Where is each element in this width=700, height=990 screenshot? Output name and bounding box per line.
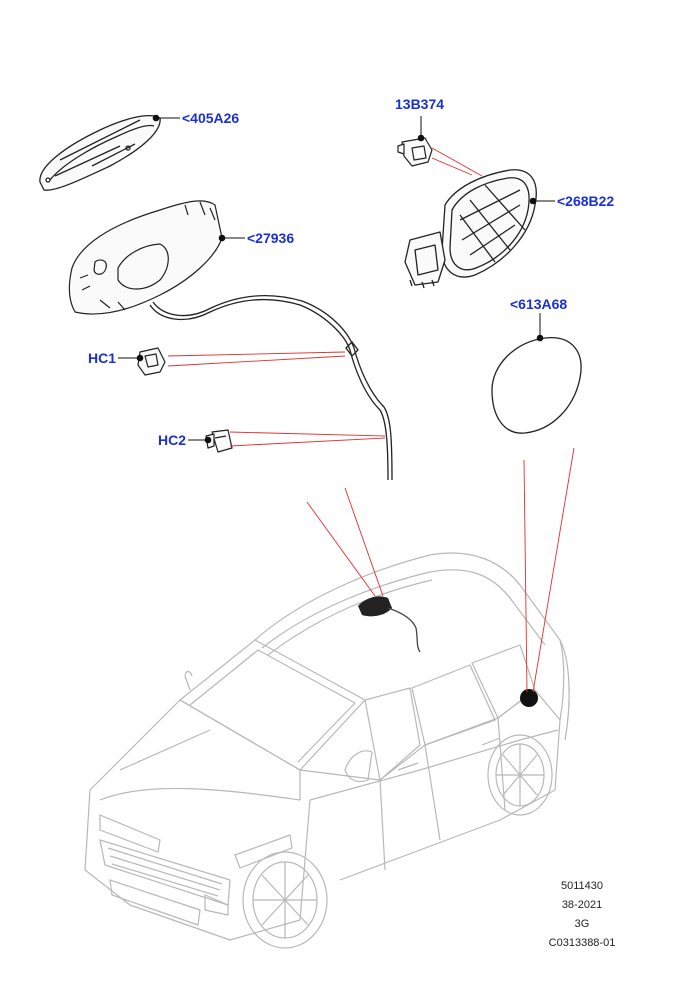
ref-line-4: C0313388-01 (548, 937, 616, 949)
part-405a26-cover (39, 115, 161, 191)
ref-line-2: 38-2021 (561, 899, 603, 911)
callout-hc1[interactable]: HC1 (88, 350, 117, 366)
part-hc1-clip (137, 347, 166, 376)
part-268b22-housing (404, 169, 537, 289)
part-13b374-actuator (397, 137, 433, 167)
black-leader-lines (118, 114, 555, 444)
callout-405a26[interactable]: <405A26 (182, 110, 240, 126)
cable-assembly-on-vehicle (358, 596, 392, 617)
callout-27936[interactable]: <27936 (247, 230, 295, 246)
part-27936-housing (68, 200, 223, 315)
fuel-flap-on-vehicle (520, 689, 538, 707)
ref-line-1: 5011430 (560, 880, 603, 892)
vehicle-highlights (358, 596, 538, 707)
callout-613a68[interactable]: <613A68 (510, 296, 568, 312)
part-613a68-ring (491, 337, 582, 434)
callout-13b374[interactable]: 13B374 (395, 96, 445, 112)
cable (149, 294, 393, 481)
ref-line-3: 3G (574, 918, 590, 930)
callout-hc2[interactable]: HC2 (158, 432, 187, 448)
reference-block: 5011430 38-2021 3G C0313388-01 (522, 877, 642, 953)
red-leader-lines (167, 147, 575, 693)
vehicle-illustration (84, 552, 570, 949)
callout-268b22[interactable]: <268B22 (557, 193, 615, 209)
